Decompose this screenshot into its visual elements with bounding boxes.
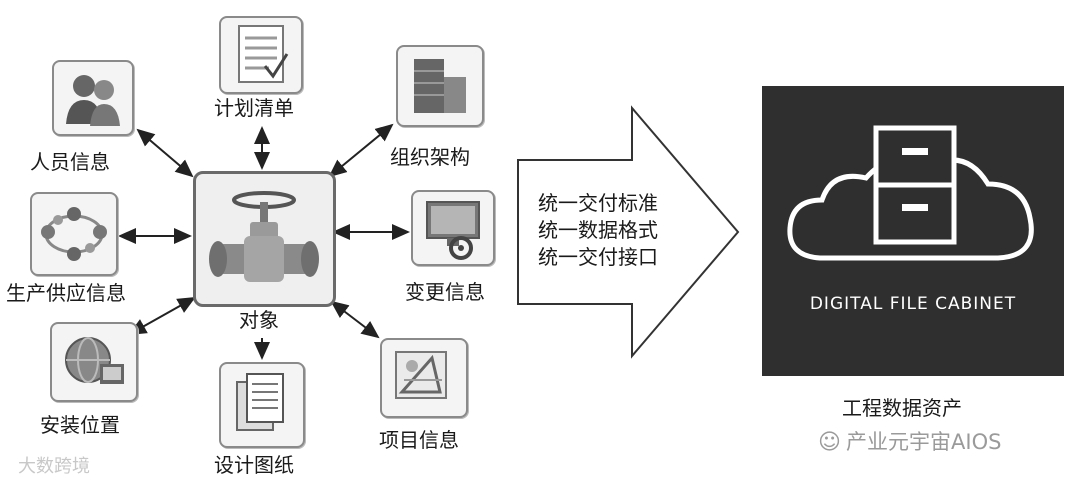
arrow-organization <box>328 123 394 178</box>
monitor-gear-icon <box>426 201 480 260</box>
arrow-project <box>330 300 380 339</box>
watermark-right: ☺ 产业元宇宙AIOS <box>818 426 1001 456</box>
drawings-box <box>219 362 305 448</box>
project-label: 项目信息 <box>379 428 459 452</box>
center-object-box <box>193 171 336 307</box>
cloud-cabinet-icon <box>787 125 1034 261</box>
globe-icon <box>65 337 124 384</box>
change-box <box>411 190 495 266</box>
organization-label: 组织架构 <box>390 145 470 169</box>
personnel-label: 人员信息 <box>30 150 110 174</box>
organization-box <box>396 45 484 127</box>
wechat-icon: ☺ <box>818 430 841 455</box>
people-icon <box>66 75 120 126</box>
checklist-icon <box>238 25 289 83</box>
supply-box <box>30 192 118 276</box>
project-box <box>380 338 468 418</box>
digital-file-cabinet-panel: DIGITAL FILE CABINET <box>762 86 1064 376</box>
plan-list-label: 计划清单 <box>214 96 294 120</box>
install-box <box>50 322 138 402</box>
standard-delivery: 统一交付标准 <box>538 191 658 215</box>
plan-list-box <box>219 16 303 94</box>
valve-icon <box>209 191 319 282</box>
arrow-install <box>128 297 196 335</box>
cabinet-title: DIGITAL FILE CABINET <box>809 294 1017 314</box>
big-arrow <box>517 105 740 359</box>
drawings-label: 设计图纸 <box>214 453 294 477</box>
arrow-personnel <box>136 128 194 178</box>
personnel-box <box>52 60 134 136</box>
supply-label: 生产供应信息 <box>6 281 126 305</box>
install-label: 安装位置 <box>40 413 120 437</box>
standard-interface: 统一交付接口 <box>538 245 658 269</box>
documents-icon <box>236 373 284 431</box>
watermark-right-text: 产业元宇宙AIOS <box>846 430 1002 454</box>
change-label: 变更信息 <box>405 280 485 304</box>
watermark-left: 大数跨境 <box>18 456 90 477</box>
center-label: 对象 <box>239 308 279 332</box>
building-icon <box>414 59 466 113</box>
standards-list: 统一交付标准 统一数据格式 统一交付接口 <box>538 190 658 271</box>
cabinet-caption: 工程数据资产 <box>842 396 962 420</box>
drafting-icon <box>395 351 447 399</box>
network-people-icon <box>41 207 107 261</box>
standard-format: 统一数据格式 <box>538 218 658 242</box>
